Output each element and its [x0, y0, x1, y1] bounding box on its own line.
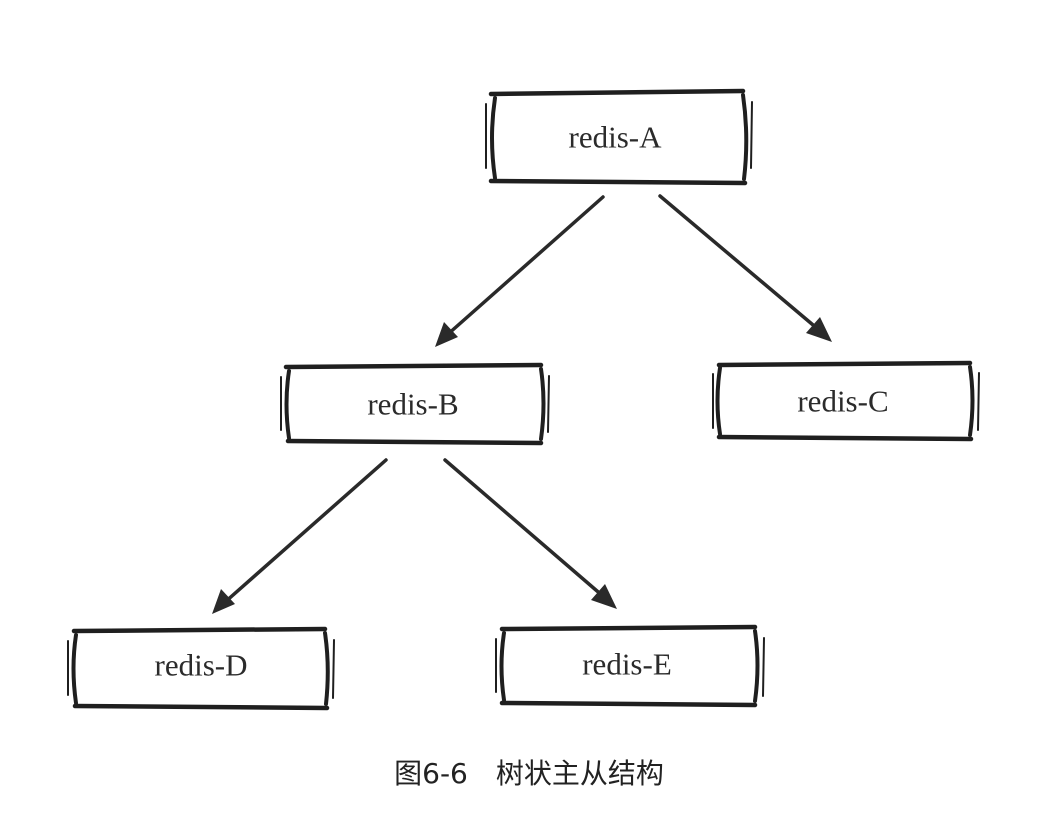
- node-redis-a: redis-A: [485, 88, 753, 186]
- node-label-redis-b: redis-B: [367, 387, 458, 422]
- node-label-redis-c: redis-C: [797, 384, 888, 419]
- node-label-redis-e: redis-E: [582, 647, 672, 682]
- node-redis-d: redis-D: [67, 626, 335, 711]
- node-redis-c: redis-C: [712, 360, 980, 442]
- edge-a-to-b: [435, 195, 605, 347]
- node-redis-e: redis-E: [495, 624, 765, 708]
- edge-b-to-e: [443, 458, 617, 609]
- node-label-redis-a: redis-A: [569, 120, 663, 155]
- edge-b-to-d: [212, 458, 388, 614]
- node-redis-b: redis-B: [280, 362, 550, 446]
- node-label-redis-d: redis-D: [155, 648, 248, 683]
- edge-a-to-c: [658, 194, 832, 342]
- figure-caption: 图6-6 树状主从结构: [394, 757, 664, 790]
- edges: [212, 194, 832, 614]
